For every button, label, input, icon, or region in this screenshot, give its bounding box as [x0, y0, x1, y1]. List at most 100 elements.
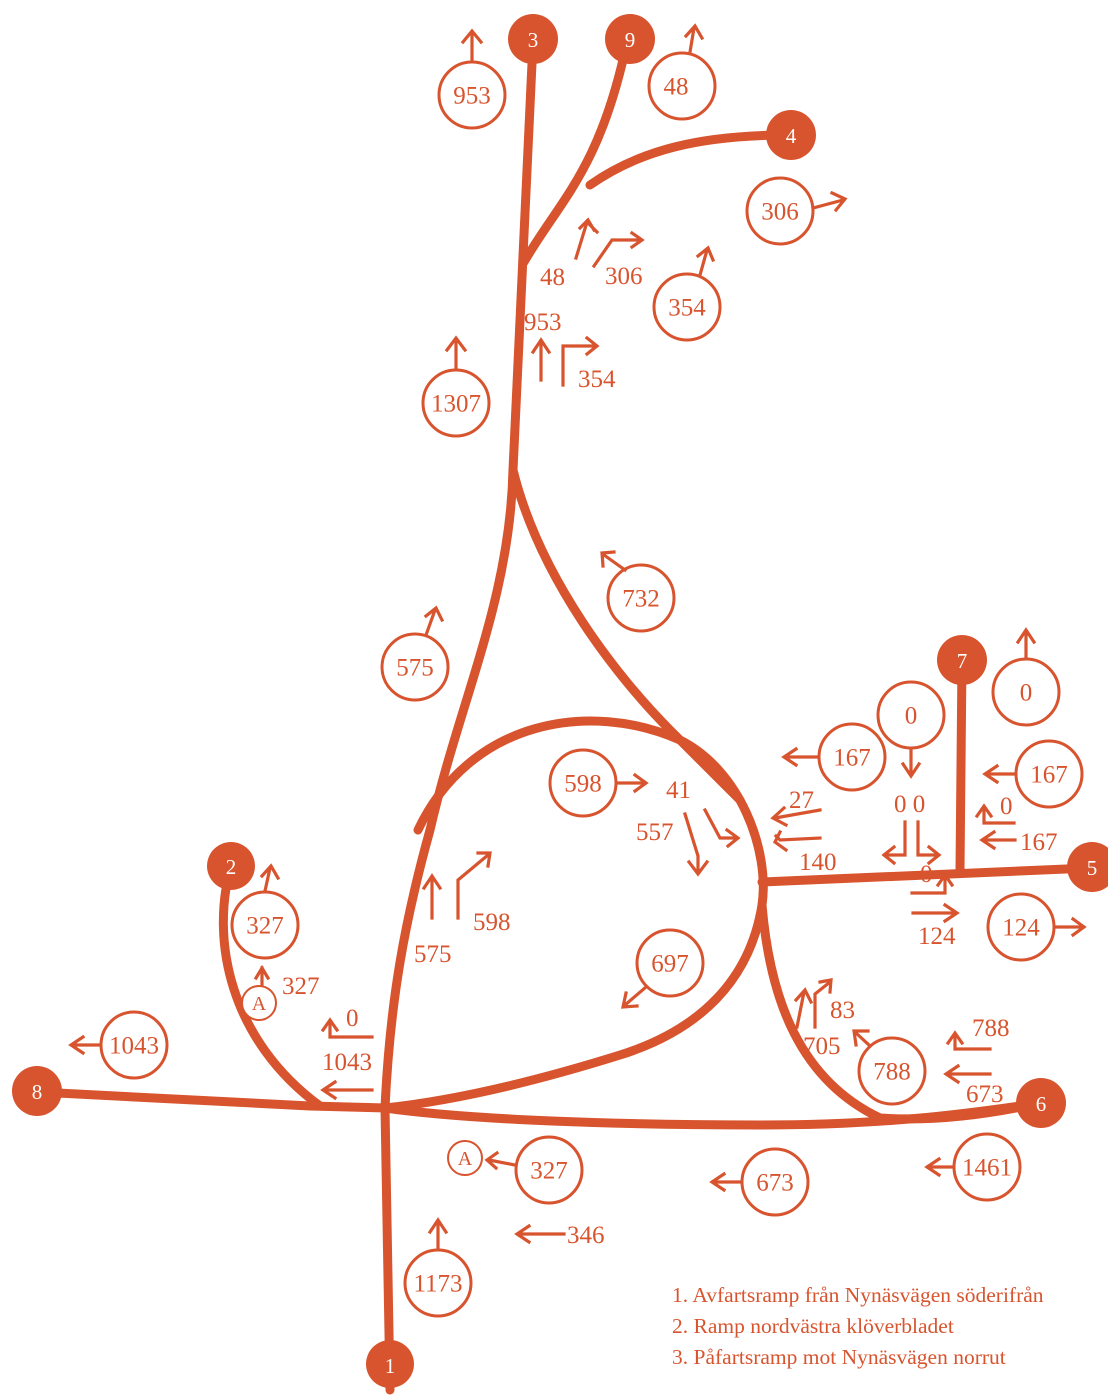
down-left-turn-arrow-icon — [881, 820, 907, 866]
flow-value: 697 — [651, 951, 689, 978]
label-0-right: 0 — [1000, 793, 1013, 820]
road-ramp-5 — [757, 863, 1095, 887]
up-arrow-icon — [421, 873, 443, 920]
road-network — [33, 37, 1095, 1395]
flow-circle-598: 598 — [548, 748, 649, 818]
flow-circle-673: 673 — [709, 1147, 810, 1217]
flow-circle-1307: 1307 — [421, 335, 491, 438]
road-curve-to-loop — [508, 465, 745, 805]
flow-value: 327 — [246, 913, 284, 940]
flow-circle-1173: 1173 — [403, 1217, 473, 1318]
node-3: 3 — [508, 14, 558, 64]
flow-value: 48 — [664, 74, 689, 101]
node-6: 6 — [1016, 1078, 1066, 1128]
up-arrow-icon — [444, 335, 468, 371]
left-arrow-icon — [68, 1034, 102, 1056]
left-arrow-icon — [781, 746, 820, 768]
turn-labels: 48 306 953 354 41 557 27 140 0 0 0 167 5… — [282, 263, 1058, 1249]
flow-value: 598 — [564, 771, 602, 798]
legend-item-2: 2. Ramp nordvästra klöverbladet — [672, 1314, 954, 1338]
node-8-label: 8 — [32, 1080, 43, 1104]
label-27: 27 — [789, 787, 814, 814]
up-arrow-icon — [530, 337, 552, 382]
down-arrow-icon — [682, 811, 710, 877]
turn-arrows — [253, 217, 1017, 1245]
node-5: 5 — [1067, 842, 1108, 892]
up-left-turn-arrow-icon — [320, 1017, 374, 1039]
up-right-turn-arrow-icon — [813, 978, 833, 1029]
down-left-arrow-icon — [620, 984, 649, 1009]
up-arrow-icon — [259, 863, 281, 893]
up-arrow-icon — [695, 245, 716, 277]
flow-value: 673 — [756, 1170, 794, 1197]
label-354: 354 — [578, 366, 616, 393]
flow-value: 0 — [1020, 680, 1033, 707]
legend-item-3: 3. Påfartsramp mot Nynäsvägen norrut — [672, 1345, 1006, 1369]
node-2: 2 — [207, 842, 255, 890]
right-arrow-icon — [811, 190, 848, 213]
flow-value: 0 — [905, 703, 918, 730]
node-3-label: 3 — [528, 28, 539, 52]
flow-value: 1173 — [413, 1271, 462, 1298]
flow-circle-732: 732 — [600, 550, 676, 633]
left-arrow-icon — [979, 829, 1017, 851]
label-953: 953 — [524, 309, 562, 336]
right-turn-arrow-icon — [591, 230, 645, 269]
flow-circle-0-left: 0 — [876, 680, 946, 779]
label-557: 557 — [636, 819, 674, 846]
node-7-label: 7 — [957, 649, 968, 673]
down-arrow-icon — [900, 747, 922, 779]
up-left-turn-arrow-icon — [945, 1030, 992, 1051]
legend-item-1: 1. Avfartsramp från Nynäsvägen söderifrå… — [672, 1283, 1044, 1307]
label-673: 673 — [966, 1081, 1004, 1108]
marker-a-south: A — [447, 1140, 483, 1176]
flow-circle-1043: 1043 — [68, 1010, 169, 1080]
label-0-south: 0 — [920, 861, 933, 888]
label-705: 705 — [803, 1033, 841, 1060]
flow-value: 1043 — [109, 1033, 159, 1060]
up-left-turn-arrow-icon — [974, 803, 1016, 825]
flow-circle-697: 697 — [620, 928, 705, 1009]
up-arrow-icon — [683, 23, 705, 54]
left-arrow-icon — [320, 1079, 374, 1101]
label-0-west: 0 — [346, 1005, 359, 1032]
road-branch-4 — [585, 130, 795, 190]
label-346: 346 — [567, 1222, 605, 1249]
node-5-label: 5 — [1087, 856, 1098, 880]
node-1: 1 — [366, 1340, 414, 1388]
flow-circle-167-right: 167 — [982, 739, 1084, 809]
label-788: 788 — [972, 1015, 1010, 1042]
label-598: 598 — [473, 909, 511, 936]
up-right-turn-arrow-icon — [910, 872, 955, 895]
flow-circle-306: 306 — [745, 176, 848, 246]
label-124: 124 — [918, 923, 956, 950]
label-41: 41 — [666, 777, 691, 804]
up-right-turn-arrow-icon — [456, 851, 492, 920]
label-0-0: 0 0 — [894, 791, 925, 818]
flow-value: 327 — [530, 1158, 568, 1185]
road-branch-9 — [519, 37, 632, 267]
up-left-arrow-icon — [600, 550, 628, 573]
up-arrow-icon — [253, 964, 271, 988]
left-arrow-icon — [943, 1063, 992, 1085]
flow-circle-327-south: 327 — [484, 1135, 584, 1205]
flow-circle-0-right: 0 — [991, 627, 1061, 727]
flow-circle-167-left: 167 — [781, 722, 887, 792]
flow-value: 1461 — [962, 1155, 1012, 1182]
flow-circle-48: 48 — [647, 23, 717, 121]
flow-value: 124 — [1002, 915, 1040, 942]
road-ramp-1 — [380, 37, 538, 1395]
flow-value: 354 — [668, 295, 706, 322]
flow-value: 167 — [1030, 762, 1068, 789]
up-arrow-icon — [793, 987, 814, 1029]
left-turn-arrow-icon — [772, 829, 822, 853]
label-140: 140 — [799, 849, 837, 876]
flow-value: 575 — [396, 655, 434, 682]
flow-value: 953 — [453, 83, 491, 110]
up-left-arrow-icon — [852, 1029, 873, 1049]
label-306: 306 — [605, 263, 643, 290]
up-arrow-icon — [574, 217, 600, 260]
marker-a-label: A — [458, 1148, 473, 1170]
right-turn-arrow-icon — [561, 335, 600, 387]
left-arrow-icon — [709, 1171, 743, 1193]
